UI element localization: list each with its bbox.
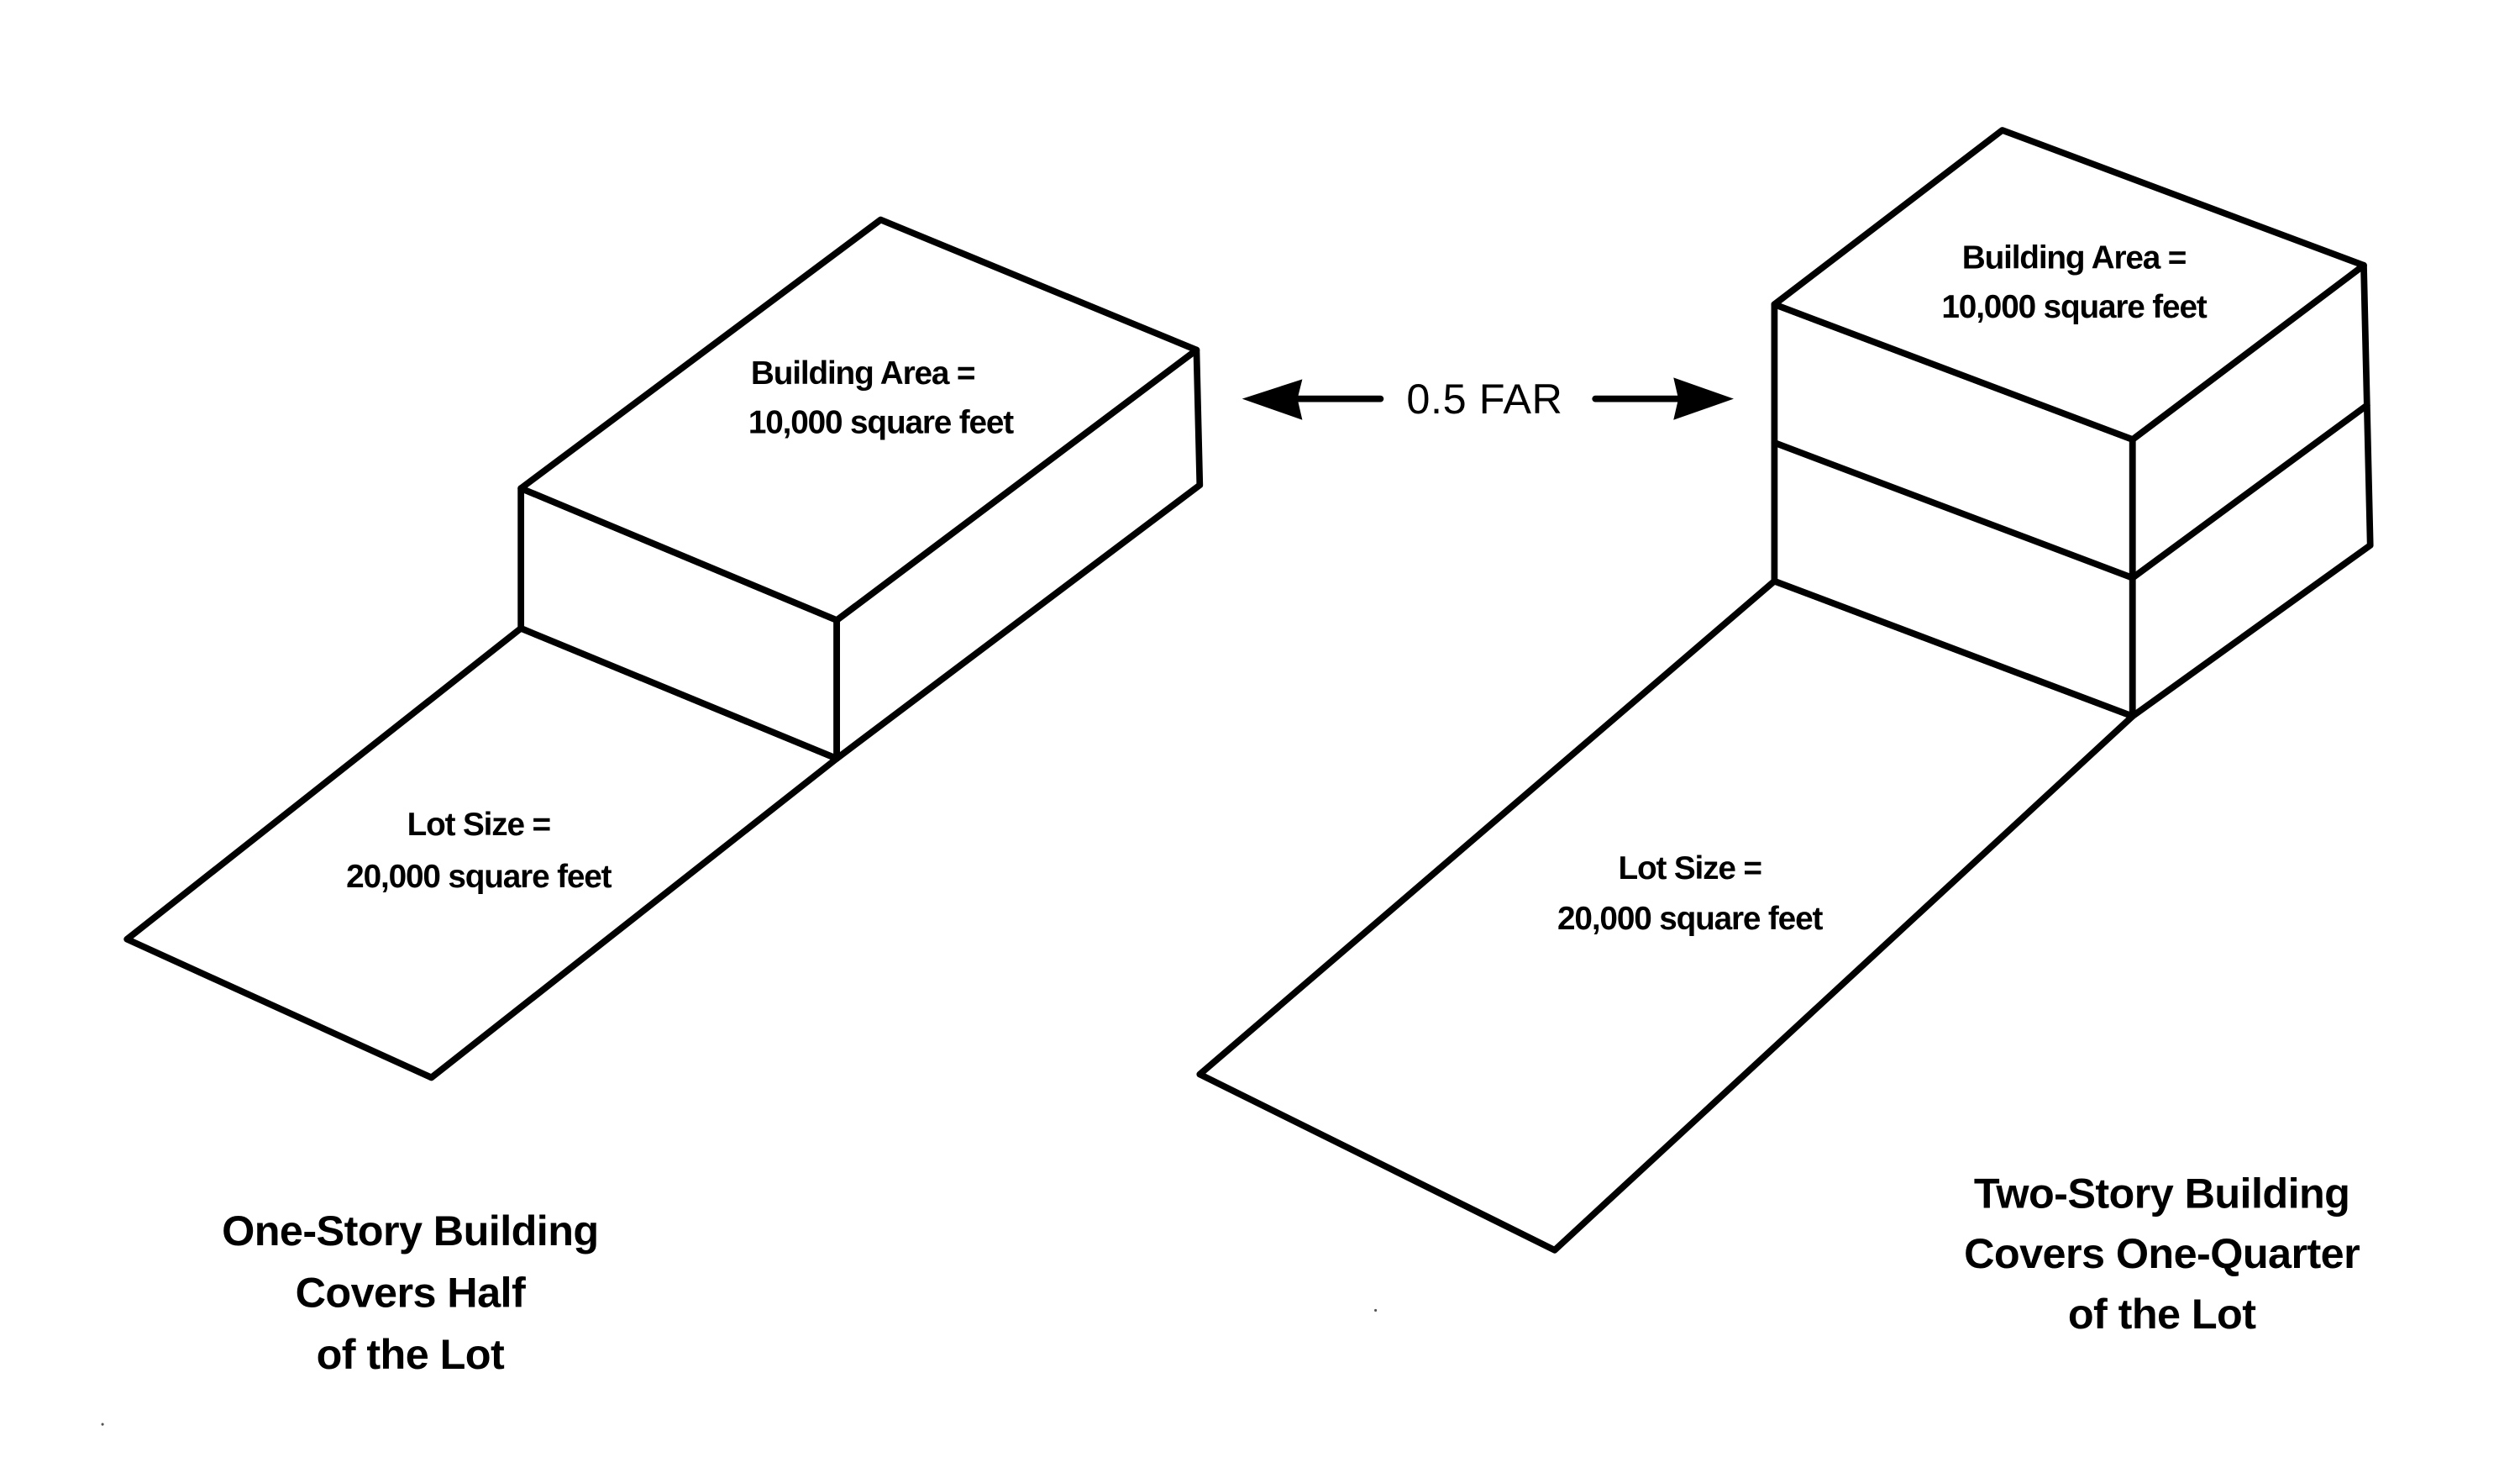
left-building-area-label: Building Area = [751, 355, 975, 392]
scan-speck [1374, 1308, 1378, 1312]
right-caption-line: Two-Story Building [1974, 1169, 2349, 1217]
right-building-area-value: 10,000 square feet [1941, 289, 2207, 325]
left-caption-line: One-Story Building [222, 1207, 598, 1254]
right-arrow-icon [1673, 377, 1734, 420]
right-building-floor-divider [1771, 402, 2370, 581]
right-building-roof [1771, 127, 2367, 443]
scan-speck [101, 1423, 104, 1426]
left-caption: One-Story Building Covers Half of the Lo… [222, 1207, 599, 1378]
left-lot-size-label: Lot Size = [407, 807, 551, 843]
far-label: 0.5 FAR [1406, 375, 1562, 423]
right-caption: Two-Story Building Covers One-Quarter of… [1964, 1169, 2360, 1337]
left-arrow-icon [1242, 379, 1303, 420]
left-lot-size-value: 20,000 square feet [346, 859, 612, 895]
left-caption-line: Covers Half [296, 1269, 526, 1317]
right-lot-size-label: Lot Size = [1618, 850, 1761, 886]
right-caption-line: of the Lot [2068, 1290, 2256, 1338]
right-caption-line: Covers One-Quarter [1964, 1229, 2360, 1277]
left-building-roof [517, 216, 1200, 623]
left-caption-line: of the Lot [317, 1330, 505, 1378]
left-illustration: Building Area = 10,000 square feet Lot S… [123, 216, 1204, 1081]
right-illustration: Building Area = 10,000 square feet Lot S… [1196, 127, 2374, 1254]
left-building-area-value: 10,000 square feet [748, 404, 1014, 440]
right-lot-size-value: 20,000 square feet [1557, 901, 1823, 937]
right-building-area-label: Building Area = [1962, 240, 2187, 276]
far-indicator: 0.5 FAR [1242, 375, 1734, 423]
